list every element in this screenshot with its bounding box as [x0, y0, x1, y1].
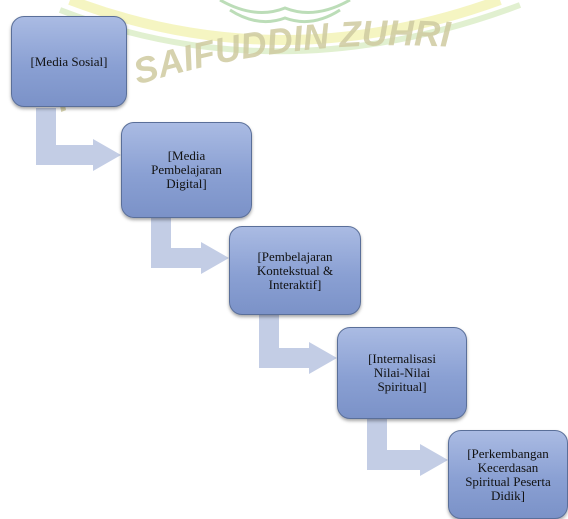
step-3-pembelajaran-kontekstual: [Pembelajaran Kontekstual & Interaktif]: [229, 226, 361, 315]
step-2-media-pembelajaran-digital: [Media Pembelajaran Digital]: [121, 122, 252, 218]
connector-arrow-3: [259, 315, 337, 374]
step-2-label: [Media Pembelajaran Digital]: [151, 148, 222, 191]
step-5-perkembangan-kecerdasan: [Perkembangan Kecerdasan Spiritual Peser…: [448, 430, 568, 519]
step-4-label: [Internalisasi Nilai-Nilai Spiritual]: [368, 351, 436, 394]
step-3-label: [Pembelajaran Kontekstual & Interaktif]: [256, 248, 334, 292]
step-5-label: [Perkembangan Kecerdasan Spiritual Peser…: [465, 445, 551, 503]
step-1-media-sosial: [Media Sosial]: [11, 16, 127, 107]
step-1-label: [Media Sosial]: [30, 53, 108, 69]
connector-arrow-2: [151, 218, 229, 274]
connector-arrow-1: [36, 108, 121, 171]
connector-arrow-4: [367, 419, 448, 476]
step-4-internalisasi-nilai: [Internalisasi Nilai-Nilai Spiritual]: [337, 327, 467, 419]
